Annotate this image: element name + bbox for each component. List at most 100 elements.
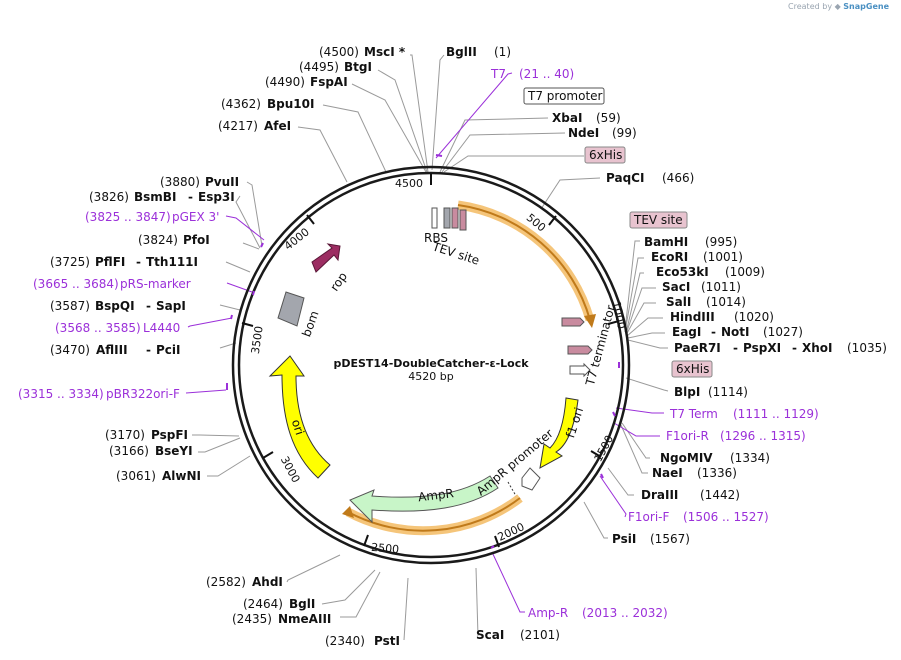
t7-promoter-box-label: T7 promoter — [527, 89, 603, 103]
site-name-ecori: EcoRI — [651, 250, 688, 264]
primer-range-t7term: (1111 .. 1129) — [733, 407, 819, 421]
orf-arrow-top-head — [584, 314, 596, 328]
site-name-bpu10i: Bpu10I — [267, 97, 314, 111]
ampr-feature — [349, 475, 499, 524]
site-pos-msci: (4500) — [319, 45, 359, 59]
site-name-ndei: NdeI — [568, 126, 599, 140]
site-pos-pvuii: (3880) — [160, 175, 200, 189]
site-name-nmeaiii: NmeAIII — [278, 612, 331, 626]
tev-site-feature — [451, 207, 459, 229]
tev-site-label: TEV site — [430, 239, 482, 268]
site-name-bseyi: BseYI — [155, 444, 193, 458]
primer-name-f1orif: F1ori-F — [628, 510, 669, 524]
tick-label-3000: 3000 — [278, 454, 303, 485]
site-pos-bsmbi: (3826) — [89, 190, 129, 204]
t7-promoter-feature — [443, 207, 451, 229]
site-name-saci: SacI — [662, 280, 690, 294]
site-pos-sali: (1014) — [706, 295, 746, 309]
primer-marks — [226, 154, 620, 549]
site-pos-hindiii: (1020) — [734, 310, 774, 324]
site-pos-bpu10i: (4362) — [221, 97, 261, 111]
primer-range-pgex: (3825 .. 3847) — [85, 210, 171, 224]
primer-range-t7: (21 .. 40) — [519, 67, 574, 81]
orf-arrow-top — [457, 204, 591, 321]
primer-name-f1orir: F1ori-R — [666, 429, 709, 443]
rop-label: rop — [327, 270, 350, 294]
backbone-outer — [231, 165, 631, 565]
site-name-blpi: BlpI — [674, 385, 700, 399]
site-pos-psii: (1567) — [650, 532, 690, 546]
site-name-psii: PsiI — [612, 532, 636, 546]
ampr-promoter-feature — [521, 467, 541, 491]
site-name-bamhi: BamHI — [644, 235, 688, 249]
tev-site-box — [629, 211, 688, 229]
site-pos-paqci: (466) — [662, 171, 694, 185]
site-sep-bspqi: - — [146, 299, 151, 313]
bom-feature — [277, 291, 305, 327]
site-name-sapi: SapI — [156, 299, 186, 313]
site-name-msci: MscI * — [364, 45, 406, 59]
site-pos-bseyi: (3166) — [109, 444, 149, 458]
site-pos-nmeaiii: (2435) — [232, 612, 272, 626]
site-pos-psti: (2340) — [325, 634, 365, 648]
watermark: Created by ◆ SnapGene — [788, 2, 889, 11]
site-name-pspxi: PspXI — [743, 341, 781, 355]
primer-name-t7: T7 — [490, 67, 506, 81]
primer-range-f1orir: (1296 .. 1315) — [720, 429, 806, 443]
site-name-ngomiv: NgoMIV — [660, 451, 713, 465]
orf-arrow-bottom — [347, 497, 521, 532]
site-name-pfoi: PfoI — [183, 233, 210, 247]
tick-label-3500: 3500 — [249, 325, 266, 355]
site-name-hindiii: HindIII — [670, 310, 715, 324]
rop-feature — [311, 243, 341, 273]
site-name-tth111i: Tth111I — [146, 255, 198, 269]
site-pos-bgli: (2464) — [243, 597, 283, 611]
site-name-afliii: AflIII — [96, 343, 128, 357]
site-name-bspqi: BspQI — [95, 299, 135, 313]
site-pos-eco53ki: (1009) — [725, 265, 765, 279]
site-name-pflfi: PflFI — [95, 255, 125, 269]
site-name-alwni: AlwNI — [162, 469, 201, 483]
site-name-fspai: FspAI — [310, 75, 348, 89]
site-name-eagi: EagI — [672, 325, 701, 339]
t7-promoter-box — [523, 87, 605, 105]
site-pos-pflfi: (3725) — [50, 255, 90, 269]
primer-name-ampr: Amp-R — [528, 606, 568, 620]
site-pos-fspai: (4490) — [265, 75, 305, 89]
plasmid-name: pDEST14-DoubleCatcher-ε-Lock — [333, 357, 529, 370]
site-sep-paer7i: - — [733, 341, 738, 355]
site-sep-afliii: - — [146, 343, 151, 357]
site-name-sali: SalI — [666, 295, 691, 309]
site-name-pcii: PciI — [156, 343, 181, 357]
site-name-naei: NaeI — [652, 466, 683, 480]
site-name-xhoi: XhoI — [802, 341, 833, 355]
site-pos-draiii: (1442) — [700, 488, 740, 502]
his-tag-2-box — [671, 360, 713, 378]
tick-label-1500: 1500 — [592, 433, 617, 464]
primer-range-ampr: (2013 .. 2032) — [582, 606, 668, 620]
site-name-noti: NotI — [721, 325, 750, 339]
site-sep-pspxi: - — [792, 341, 797, 355]
watermark-brand: SnapGene — [843, 2, 889, 11]
site-pos-afliii: (3470) — [50, 343, 90, 357]
leader-lines — [192, 54, 669, 641]
site-sep-eagi: - — [711, 325, 716, 339]
site-name-psti: PstI — [374, 634, 400, 648]
site-name-draiii: DraIII — [641, 488, 678, 502]
site-name-pspfi: PspFI — [151, 428, 188, 442]
site-pos-bamhi: (995) — [705, 235, 737, 249]
site-pos-alwni: (3061) — [116, 469, 156, 483]
bom-label: bom — [299, 309, 321, 339]
site-pos-bspqi: (3587) — [50, 299, 90, 313]
his-tag-2-feature — [567, 345, 593, 355]
site-pos-eagi: (1027) — [763, 325, 803, 339]
site-name-pvuii: PvuII — [205, 175, 239, 189]
site-name-bglii: BglII — [446, 45, 477, 59]
primer-range-f1orif: (1506 .. 1527) — [683, 510, 769, 524]
ampr-label: AmpR — [417, 486, 454, 504]
primer-name-pgex: pGEX 3' — [172, 210, 219, 224]
site-name-afei: AfeI — [264, 119, 291, 133]
f1-ori-feature — [539, 397, 579, 469]
site-name-esp3i: Esp3I — [198, 190, 235, 204]
